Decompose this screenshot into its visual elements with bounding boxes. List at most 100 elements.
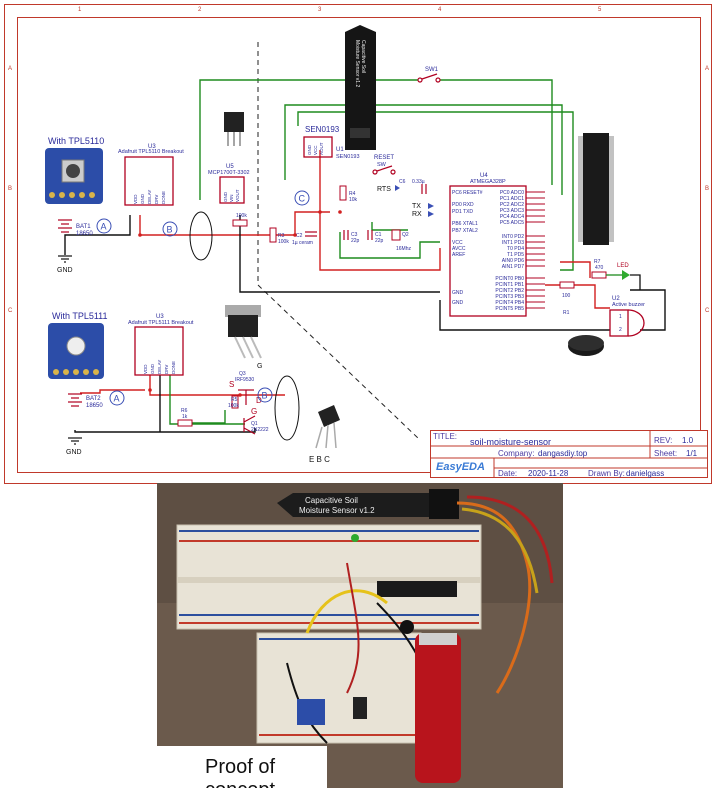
u3-bottom-pin-gnd: GND xyxy=(150,363,155,374)
resistor-100k xyxy=(232,219,248,227)
highlight-ellipse-top xyxy=(189,211,213,261)
net-circle-a2 xyxy=(109,390,125,406)
border-letter-b-right: B xyxy=(705,186,709,192)
c1-ref: C1 xyxy=(375,232,382,238)
easyeda-logo: EasyEDA xyxy=(436,461,485,473)
led-symbol xyxy=(622,270,630,280)
c2-capacitor xyxy=(305,231,317,237)
r3-ref: R3 xyxy=(278,233,285,239)
gnd-label-1: GND xyxy=(57,267,73,274)
q3-mosfet-symbol xyxy=(238,389,254,405)
wire-black-gnd3 xyxy=(74,428,256,433)
c1-value: 22p xyxy=(375,238,384,244)
bat1-ref: BAT1 xyxy=(76,224,91,230)
photo-sensor-text-2: Moisture Sensor v1.2 xyxy=(299,506,375,515)
net-circle-c-label: C xyxy=(299,194,306,204)
sw1-switch xyxy=(417,73,441,83)
photo-battery xyxy=(415,633,461,783)
u3-bottom-box xyxy=(134,326,184,376)
u4-pin-pb0: PCINT0 PB0 xyxy=(495,276,524,282)
r7-ref: R7 xyxy=(594,259,601,265)
highlight-ellipse-bottom xyxy=(274,375,300,441)
u4-pin-pc6: PC6 RESET# xyxy=(452,190,483,196)
photo-buzzer xyxy=(400,620,414,634)
u4-left-pin-labels: PC6 RESET# PD0 RXD PD1 TXD PB6 XTAL1 PB7… xyxy=(452,190,483,306)
q2-value: 16Mhz xyxy=(396,246,412,252)
r1-value: 100 xyxy=(562,293,571,299)
u4-pin-pb7: PB7 XTAL2 xyxy=(452,228,478,234)
border-letter-b: B xyxy=(8,186,12,192)
r7-value: 470 xyxy=(595,265,604,271)
tx-arrow xyxy=(428,203,434,209)
u4-pin-gnd2: GND xyxy=(452,300,464,306)
u3-top-box xyxy=(124,156,174,206)
u5-pin-vin: VIN xyxy=(229,194,234,202)
wire-green-r6 xyxy=(190,410,226,424)
q3-label-d: D xyxy=(256,396,262,405)
company-label: Company: xyxy=(498,449,535,458)
u1-ref: U1 xyxy=(336,147,344,153)
sw1-ref: SW1 xyxy=(425,67,439,73)
u1-pin-aout: AOUT xyxy=(319,142,324,155)
u4-pin-pb5: PCINT5 PB5 xyxy=(495,306,524,312)
u4-name: ATMEGA328P xyxy=(470,179,506,185)
u4-pin-pb3: PCINT3 PB3 xyxy=(495,294,524,300)
r6-resistor xyxy=(177,419,193,427)
wire-green-xtal xyxy=(339,232,440,259)
c3-ref: C3 xyxy=(351,232,358,238)
u3-top-pin-delay: DELAY xyxy=(147,190,152,204)
u4-pin-pb2: PCINT2 PB2 xyxy=(495,288,524,294)
sen0193-header: SEN0193 xyxy=(305,125,340,134)
ebc-label: E B C xyxy=(309,455,330,464)
u3-top-pin-gnd: GND xyxy=(140,193,145,204)
u1-name: SEN0193 xyxy=(336,154,360,160)
net-circle-c xyxy=(294,190,310,206)
wire-red-led xyxy=(560,261,591,278)
rx-arrow xyxy=(428,211,434,217)
u3-bottom-pin-done: DONE xyxy=(171,361,176,374)
border-letter-c-right: C xyxy=(705,308,710,314)
u2-name: Active buzzer xyxy=(612,302,645,308)
u4-right-stubs xyxy=(526,191,545,309)
u5-pin-gnd: GND xyxy=(223,191,228,202)
u4-pin-pc3: PC3 ADC3 xyxy=(500,208,524,214)
r3-resistor xyxy=(269,227,277,243)
u2-pin-1: 1 xyxy=(619,314,622,320)
u4-pin-pd3: INT1 PD3 xyxy=(502,240,524,246)
rts-arrow xyxy=(395,185,400,191)
q1-ref: Q1 xyxy=(251,421,258,427)
c6-capacitor xyxy=(421,184,427,194)
wire-black-gnd2 xyxy=(439,300,610,331)
u4-pin-avcc: AVCC xyxy=(452,246,466,252)
border-number-4: 4 xyxy=(438,7,442,13)
breadboard-illustration: Capacitive Soil Moisture Sensor v1.2 xyxy=(157,483,563,788)
r1-resistor xyxy=(559,281,575,289)
schematic-drawing: A B C A B C 1 2 3 4 5 xyxy=(8,7,710,464)
c3-capacitor xyxy=(343,230,349,240)
title-label: TITLE: xyxy=(433,432,458,441)
u4-pin-pc0: PC0 ADC0 xyxy=(500,190,524,196)
r1-ref: R1 xyxy=(563,310,570,316)
border-number-3: 3 xyxy=(318,7,322,13)
date-label: Date: xyxy=(498,469,518,478)
u1-box xyxy=(303,136,333,158)
u2-ref: U2 xyxy=(612,296,620,302)
c2-ref: C2 xyxy=(296,233,303,239)
wire-green-done xyxy=(169,375,245,425)
r5-ref: R5 xyxy=(231,397,238,403)
q3-name: IRF9530 xyxy=(235,377,254,383)
drawn-value: danielgass xyxy=(626,469,665,478)
bat1-value: 18650 xyxy=(76,231,93,237)
rts-label: RTS xyxy=(377,186,391,193)
u4-pin-pd5: T1 PD5 xyxy=(507,252,524,258)
atmega-chip-photo xyxy=(578,133,614,245)
u3-top-ref: U3 xyxy=(148,144,156,150)
breadboard-bottom xyxy=(256,632,422,744)
c1-capacitor xyxy=(367,230,373,240)
drawn-label: Drawn By: xyxy=(588,469,625,478)
r5-value: 100k xyxy=(228,403,239,409)
bat2-symbol xyxy=(68,393,82,407)
u3-top-pin-drv: DRV xyxy=(154,195,159,204)
wire-green-top xyxy=(199,79,418,200)
c6-value: 0.33µ xyxy=(412,179,425,185)
